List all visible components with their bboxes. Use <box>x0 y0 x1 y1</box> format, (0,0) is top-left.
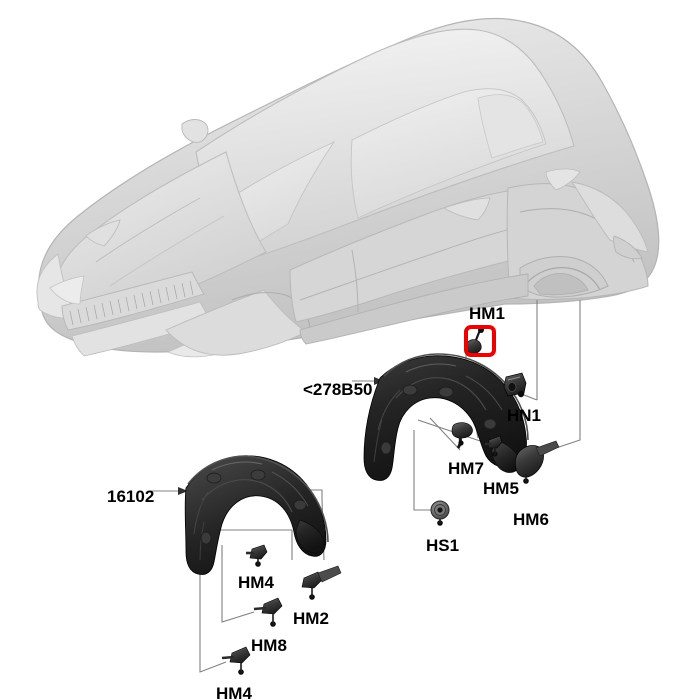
highlight-box-hm1[interactable] <box>464 325 496 357</box>
part-label-hm6: HM6 <box>513 510 549 529</box>
fastener-hs1 <box>430 500 450 526</box>
part-label-hm4-lower: HM4 <box>216 684 252 700</box>
fastener-hm7 <box>451 422 473 449</box>
part-16102-wheelhouse-liner <box>184 455 329 575</box>
part-label-hm5: HM5 <box>483 479 519 498</box>
fastener-hm5 <box>485 435 503 457</box>
part-label-hm7: HM7 <box>448 459 484 478</box>
fastener-hm2 <box>301 565 342 600</box>
vehicle-body-illustration <box>36 17 660 358</box>
arrow-16102 <box>178 487 188 495</box>
fastener-hm4-upper <box>246 544 268 567</box>
hn1-callout-dot <box>517 390 525 398</box>
fastener-hm6 <box>514 440 560 484</box>
part-label-hn1: HN1 <box>507 406 542 425</box>
part-label-hm1: HM1 <box>469 304 505 323</box>
part-label-16102: 16102 <box>107 487 155 506</box>
fastener-hm4-lower <box>221 646 251 675</box>
part-label-hs1: HS1 <box>426 536 460 555</box>
fastener-hn1 <box>503 372 527 398</box>
part-label-hm4-upper: HM4 <box>238 573 274 592</box>
part-label-hm8: HM8 <box>251 636 287 655</box>
part-label-278b50: <278B50 <box>303 380 373 399</box>
part-278b50-wheelhouse-liner <box>363 353 529 481</box>
fastener-hm8 <box>253 597 283 627</box>
part-label-hm2: HM2 <box>293 609 329 628</box>
